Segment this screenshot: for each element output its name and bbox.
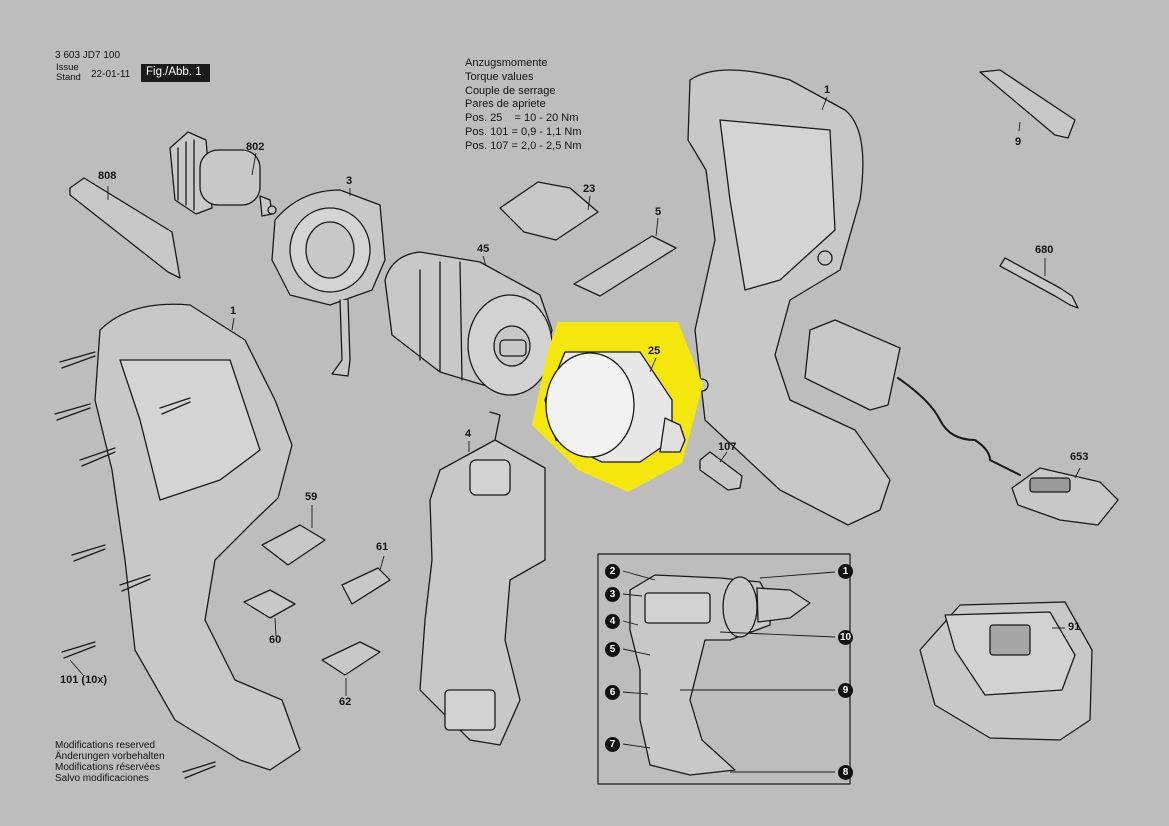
torque-line: Torque values	[465, 70, 534, 83]
inset-badge-2: 2	[605, 564, 620, 579]
part-label-25: 25	[648, 345, 661, 357]
part-25-chuck	[544, 351, 686, 463]
issue-date: 22-01-11	[91, 69, 131, 80]
modifications-notice: Modifications reserved Änderungen vorbeh…	[55, 740, 165, 784]
inset-badge-1: 1	[838, 564, 853, 579]
torque-line: Pos. 101 = 0,9 - 1,1 Nm	[465, 125, 582, 138]
part-label-62: 62	[339, 696, 352, 708]
inset-badge-5: 5	[605, 642, 620, 657]
part-label-107: 107	[718, 441, 737, 453]
part-label-23: 23	[583, 183, 596, 195]
part-808-label-strip	[69, 177, 181, 279]
part-label-680: 680	[1035, 244, 1054, 256]
torque-line: Pos. 25 = 10 - 20 Nm	[465, 112, 579, 125]
part-59-clip	[261, 524, 326, 566]
part-label-61: 61	[376, 541, 389, 553]
part-label-1-left: 1	[230, 305, 237, 317]
part-802-motor	[169, 131, 277, 217]
part-label-59: 59	[305, 491, 318, 503]
part-107-screw	[699, 451, 743, 491]
figure-label: Fig./Abb. 1	[141, 64, 210, 82]
part-label-60: 60	[269, 634, 282, 646]
notice-line: Modifications reserved	[55, 740, 156, 751]
issue-label-en: Issue	[56, 62, 79, 73]
part-label-1-right: 1	[824, 84, 831, 96]
part-61-plate	[341, 567, 391, 605]
part-label-9: 9	[1015, 136, 1022, 148]
notice-line: Modifications réservées	[55, 762, 161, 773]
part-label-802: 802	[246, 141, 265, 153]
part-9-label-strip	[979, 69, 1076, 139]
torque-line: Pares de apriete	[465, 98, 546, 111]
part-label-4: 4	[465, 428, 472, 440]
part-label-5: 5	[655, 206, 662, 218]
document-number: 3 603 JD7 100	[55, 50, 121, 61]
inset-badge-8: 8	[838, 765, 853, 780]
part-23-slider	[499, 181, 599, 241]
part-680-bit	[999, 257, 1079, 309]
part-label-3: 3	[346, 175, 353, 187]
torque-line: Anzugsmomente	[465, 57, 548, 69]
inset-badge-3: 3	[605, 587, 620, 602]
torque-line: Pos. 107 = 2,0 - 2,5 Nm	[465, 139, 582, 152]
inset-badge-6: 6	[605, 685, 620, 700]
part-label-101: 101 (10x)	[60, 674, 108, 686]
part-charger-block	[804, 319, 901, 411]
torque-values-block: Anzugsmomente Torque values Couple de se…	[465, 57, 581, 154]
part-45-gearbox	[384, 251, 553, 396]
torque-line: Couple de serrage	[465, 84, 556, 97]
inset-drill-outline	[629, 574, 811, 776]
part-3-gear-ring	[271, 189, 386, 377]
part-653-adapter	[1011, 467, 1119, 526]
part-91-battery	[919, 601, 1093, 741]
part-60-button	[243, 589, 296, 619]
issue-label-de: Stand	[56, 72, 81, 83]
inset-badge-9: 9	[838, 683, 853, 698]
part-label-653: 653	[1070, 451, 1089, 463]
part-label-91: 91	[1068, 621, 1081, 633]
notice-line: Salvo modificaciones	[55, 773, 149, 784]
part-label-45: 45	[477, 243, 490, 255]
part-62-contact	[321, 641, 381, 676]
part-4-switch-assembly	[419, 411, 546, 746]
part-charger-cable	[897, 377, 1021, 476]
part-101-screws	[54, 351, 216, 779]
issue-label: Issue Stand	[56, 63, 81, 83]
inset-badge-4: 4	[605, 614, 620, 629]
inset-badge-10: 10	[838, 630, 853, 645]
inset-badge-7: 7	[605, 737, 620, 752]
part-5-switch	[573, 235, 677, 297]
notice-line: Änderungen vorbehalten	[55, 751, 165, 762]
part-label-808: 808	[98, 170, 117, 182]
